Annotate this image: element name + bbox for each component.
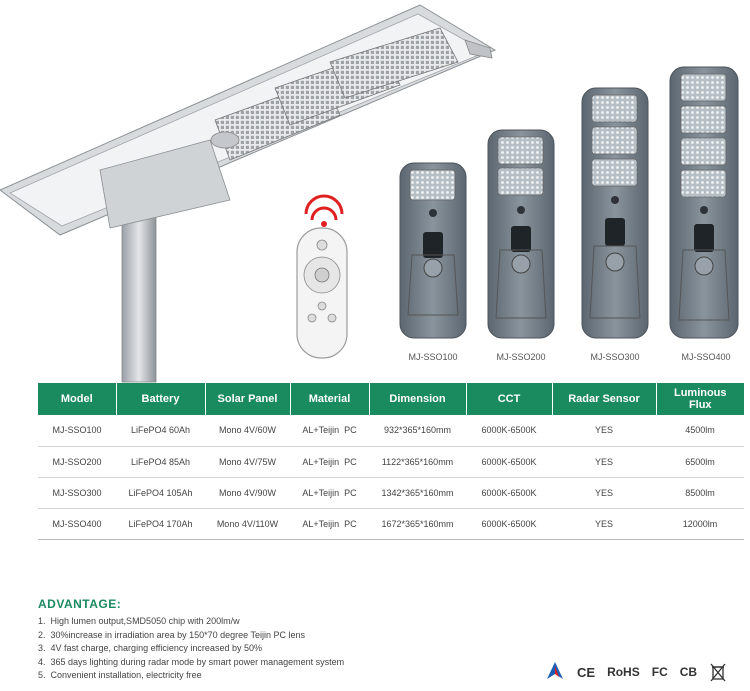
header-dimension: Dimension: [369, 383, 467, 415]
table-header-row: Model Battery Solar Panel Material Dimen…: [38, 383, 744, 415]
spec-table: Model Battery Solar Panel Material Dimen…: [38, 383, 744, 540]
model-caption: MJ-SSO400: [681, 352, 731, 362]
header-solar-panel: Solar Panel: [205, 383, 291, 415]
product-illustration-svg: [0, 4, 739, 383]
table-row: MJ-SSO100 LiFePO4 60Ah Mono 4V/60W AL+Te…: [38, 415, 744, 447]
cell-battery: LiFePO4 170Ah: [116, 508, 205, 540]
header-material: Material: [290, 383, 370, 415]
list-item: 3. 4V fast charge, charging efficiency i…: [38, 642, 344, 656]
cell-material: AL+Teijin PC: [290, 477, 369, 509]
item-text: 4V fast charge, charging efficiency incr…: [50, 643, 262, 653]
cell-dimension: 1672*365*160mm: [369, 508, 466, 540]
lamp-mj-sso100: [399, 162, 467, 339]
header-cct: CCT: [466, 383, 553, 415]
cell-dimension: 1342*365*160mm: [369, 477, 466, 509]
cell-model: MJ-SSO400: [38, 508, 116, 540]
header-battery: Battery: [116, 383, 206, 415]
list-item: 4. 365 days lighting during radar mode b…: [38, 656, 344, 670]
item-number: 3.: [38, 643, 46, 653]
cell-battery: LiFePO4 85Ah: [116, 446, 205, 478]
cell-radar-sensor: YES: [552, 415, 656, 447]
cell-cct: 6000K-6500K: [466, 446, 552, 478]
item-text: Convenient installation, electricity fre…: [50, 670, 202, 680]
advantage-title: ADVANTAGE:: [38, 597, 122, 611]
list-item: 2. 30%increase in irradiation area by 15…: [38, 629, 344, 643]
header-luminous-flux: Luminous Flux: [656, 383, 744, 415]
cell-luminous-flux: 12000lm: [656, 508, 744, 540]
cell-luminous-flux: 8500lm: [656, 477, 744, 509]
street-light-large: [0, 4, 497, 383]
cell-solar-panel: Mono 4V/110W: [205, 508, 290, 540]
company-logo-icon: [547, 662, 563, 679]
lamp-mj-sso200: [487, 129, 555, 339]
cell-luminous-flux: 6500lm: [656, 446, 744, 478]
cell-solar-panel: Mono 4V/60W: [205, 415, 290, 447]
table-row: MJ-SSO200 LiFePO4 85Ah Mono 4V/75W AL+Te…: [38, 446, 744, 478]
cell-model: MJ-SSO200: [38, 446, 116, 478]
remote-control: [296, 194, 348, 359]
cell-material: AL+Teijin PC: [290, 415, 369, 447]
cell-model: MJ-SSO100: [38, 415, 116, 447]
cb-mark: CB: [679, 665, 698, 679]
model-caption: MJ-SSO100: [408, 352, 458, 362]
advantage-list: 1. High lumen output,SMD5050 chip with 2…: [38, 615, 344, 683]
cell-dimension: 1122*365*160mm: [369, 446, 466, 478]
fc-mark: FC: [651, 665, 668, 679]
cell-radar-sensor: YES: [552, 477, 656, 509]
item-text: 30%increase in irradiation area by 150*7…: [50, 629, 306, 640]
product-illustration: MJ-SSO100 MJ-SSO200 MJ-SSO300 MJ-SSO400: [0, 4, 739, 383]
lamp-mj-sso300: [581, 87, 649, 339]
item-number: 2.: [38, 629, 46, 640]
table-row: MJ-SSO300 LiFePO4 105Ah Mono 4V/90W AL+T…: [38, 477, 744, 509]
list-item: 1. High lumen output,SMD5050 chip with 2…: [38, 615, 344, 629]
cell-battery: LiFePO4 60Ah: [116, 415, 205, 447]
list-item: 5. Convenient installation, electricity …: [38, 669, 344, 683]
cell-radar-sensor: YES: [552, 446, 656, 478]
cell-cct: 6000K-6500K: [466, 508, 552, 540]
cell-material: AL+Teijin PC: [290, 446, 369, 478]
cell-model: MJ-SSO300: [38, 477, 116, 509]
cell-material: AL+Teijin PC: [290, 508, 369, 540]
certification-logos: CE RoHS FC CB: [545, 660, 727, 684]
header-model: Model: [38, 383, 117, 415]
weee-bin-icon: [710, 663, 726, 682]
cell-cct: 6000K-6500K: [466, 477, 552, 509]
cell-cct: 6000K-6500K: [466, 415, 552, 447]
cell-luminous-flux: 4500lm: [656, 415, 744, 447]
cell-dimension: 932*365*160mm: [369, 415, 466, 447]
cell-solar-panel: Mono 4V/75W: [205, 446, 290, 478]
item-number: 4.: [38, 656, 46, 667]
cell-solar-panel: Mono 4V/90W: [205, 477, 290, 509]
table-row: MJ-SSO400 LiFePO4 170Ah Mono 4V/110W AL+…: [38, 508, 744, 540]
ce-mark: CE: [577, 664, 596, 680]
item-number: 5.: [38, 670, 46, 680]
item-text: 365 days lighting during radar mode by s…: [50, 656, 345, 667]
cell-battery: LiFePO4 105Ah: [116, 477, 205, 509]
model-caption: MJ-SSO200: [496, 352, 546, 362]
rohs-mark: RoHS: [607, 665, 640, 679]
item-number: 1.: [38, 616, 46, 626]
lamp-mj-sso400: [669, 66, 739, 339]
cell-radar-sensor: YES: [552, 508, 656, 540]
model-caption: MJ-SSO300: [590, 352, 640, 362]
item-text: High lumen output,SMD5050 chip with 200l…: [50, 616, 240, 626]
header-radar-sensor: Radar Sensor: [552, 383, 657, 415]
